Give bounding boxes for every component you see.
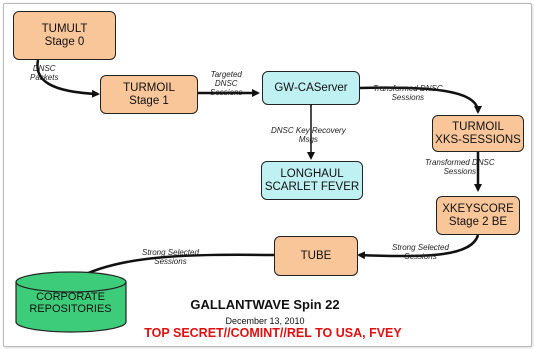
xks-sessions-label: XKS-SESSIONS (435, 133, 521, 146)
diagram-date: December 13, 2010 (225, 316, 305, 326)
corporate-label: CORPORATE (36, 291, 105, 303)
arrow-gwcaserver-to-xks-sessions (359, 86, 482, 114)
gw-caserver-label: GW-CAServer (274, 81, 348, 94)
arrow-tumult-to-turmoil (36, 59, 100, 98)
classification-banner: TOP SECRET//COMINT//REL TO USA, FVEY (144, 326, 402, 340)
xks-turmoil-label: TURMOIL (452, 120, 504, 133)
edge-label-dnsc-packets: DNSC Packets (30, 64, 59, 82)
tube-node: TUBE (274, 236, 358, 276)
edge-label-targeted-dnsc-sessions: Targeted DNSC Sessions (210, 70, 243, 97)
xkeyscore-stage2-node: XKEYSCORE Stage 2 BE (436, 196, 520, 235)
longhaul-label: LONGHAUL (280, 167, 344, 180)
edge-label-transformed-dnsc-2: Transformed DNSC Sessions (425, 158, 495, 176)
arrow-tube-to-repositories (76, 253, 275, 280)
tumult-stage0-node: TUMULT Stage 0 (13, 11, 116, 60)
turmoil1-label: TURMOIL (123, 81, 175, 94)
edge-label-strong-selected-2: Strong Selected Sessions (142, 248, 199, 266)
diagram-title: GALLANTWAVE Spin 22 (190, 297, 340, 312)
repository-label: CORPORATE REPOSITORIES (20, 291, 121, 315)
edge-label-key-recovery: DNSC Key Recovery Msgs (271, 126, 346, 144)
turmoil1-stage-label: Stage 1 (129, 94, 169, 107)
repositories-label: REPOSITORIES (29, 303, 112, 315)
tube-label: TUBE (300, 249, 332, 262)
edge-label-transformed-dnsc-1: Transformed DNSC Sessions (373, 84, 443, 102)
tumult-stage-label: Stage 0 (44, 35, 85, 48)
scarlet-fever-label: SCARLET FEVER (264, 180, 360, 193)
xkeyscore-stage-label: Stage 2 BE (448, 215, 508, 228)
xkeyscore-label: XKEYSCORE (442, 202, 514, 215)
longhaul-scarlet-fever-node: LONGHAUL SCARLET FEVER (261, 161, 363, 200)
arrow-xkeyscore-to-tube (357, 234, 480, 260)
edge-label-strong-selected-1: Strong Selected Sessions (392, 243, 449, 261)
turmoil-stage1-node: TURMOIL Stage 1 (100, 75, 198, 114)
tumult-label: TUMULT (41, 22, 88, 35)
gw-caserver-node: GW-CAServer (262, 71, 360, 105)
repository-cylinder (15, 271, 127, 333)
turmoil-xks-sessions-node: TURMOIL XKS-SESSIONS (432, 115, 524, 152)
